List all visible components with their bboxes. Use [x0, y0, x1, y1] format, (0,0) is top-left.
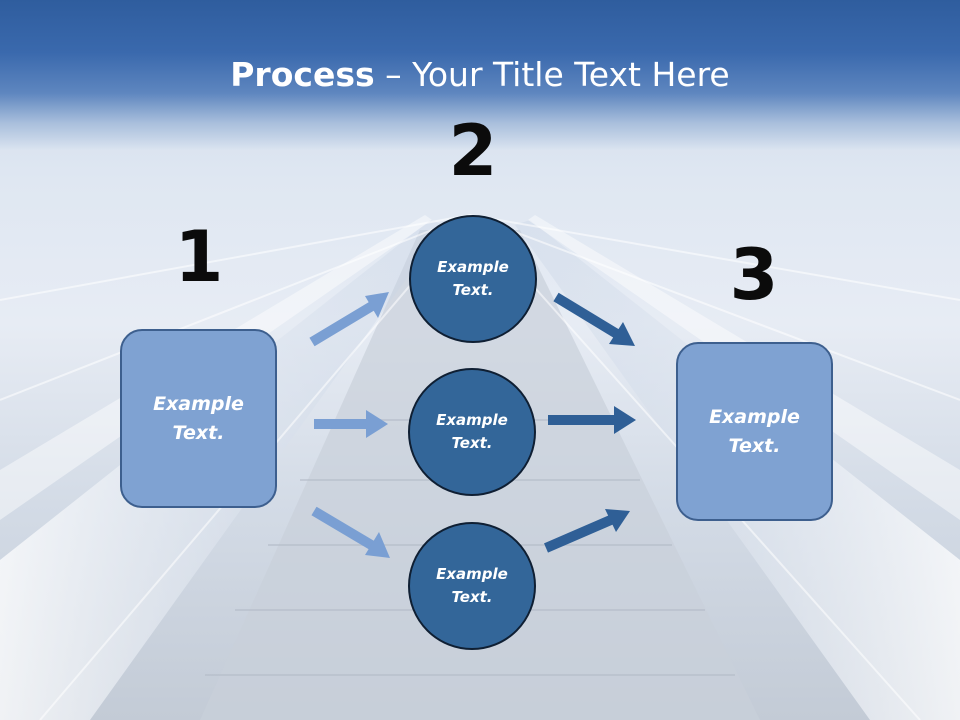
step-2-circle-top: Example Text.: [409, 215, 537, 343]
step-3-text: Example Text.: [709, 405, 800, 457]
step-number-1: 1: [174, 216, 224, 298]
step-number-3: 3: [729, 234, 779, 316]
step-1-box: Example Text.: [120, 329, 277, 508]
step-1-text: Example Text.: [153, 392, 244, 444]
step-2-circle-bottom: Example Text.: [408, 522, 536, 650]
step-2-circle-bottom-text: Example Text.: [436, 565, 508, 606]
step-number-2: 2: [448, 110, 498, 192]
title-banner: [0, 0, 960, 150]
step-2-circle-top-text: Example Text.: [437, 258, 509, 299]
step-3-box: Example Text.: [676, 342, 833, 521]
slide-title: Process – Your Title Text Here: [0, 50, 960, 100]
title-rest: – Your Title Text Here: [374, 55, 730, 94]
title-bold: Process: [230, 55, 375, 94]
step-2-circle-middle: Example Text.: [408, 368, 536, 496]
step-2-circle-middle-text: Example Text.: [436, 411, 508, 452]
